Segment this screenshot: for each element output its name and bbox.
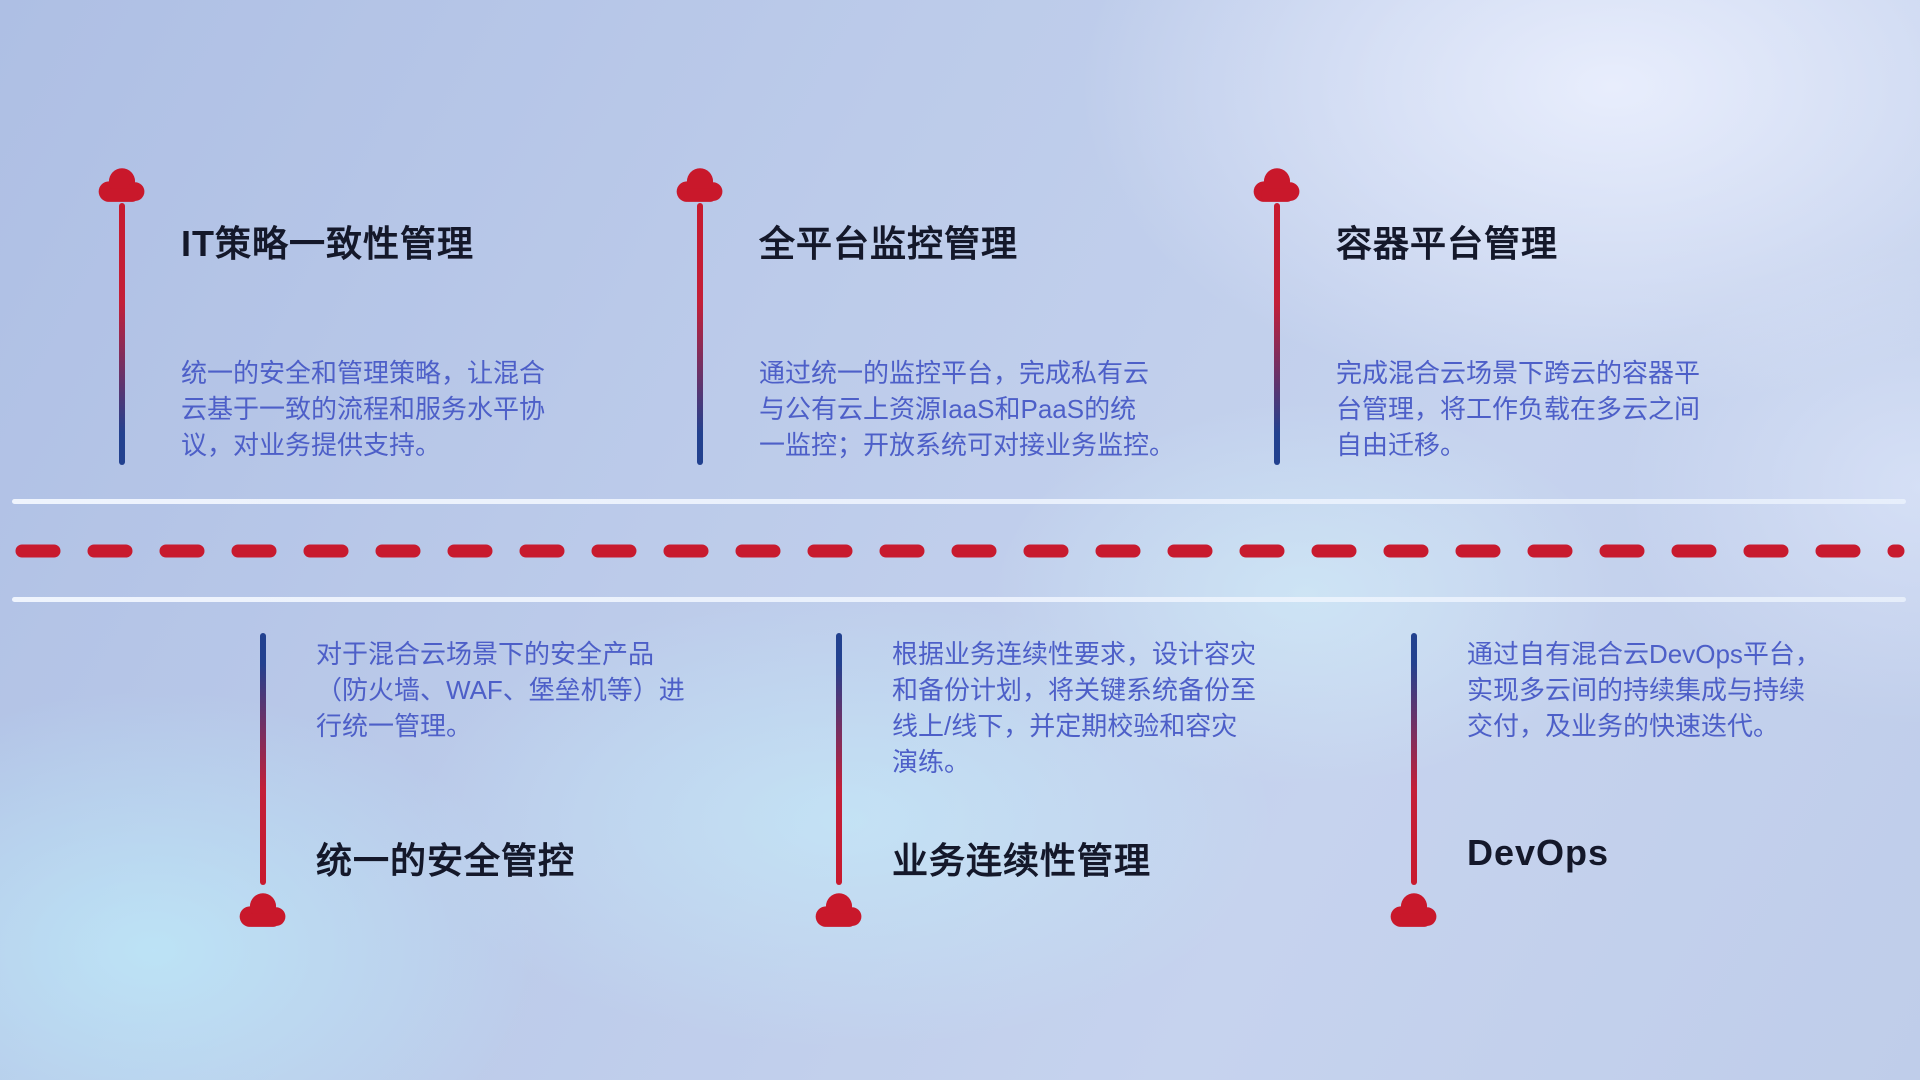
feature-description: 对于混合云场景下的安全产品 （防火墙、WAF、堡垒机等）进 行统一管理。 bbox=[316, 639, 685, 741]
feature-description: 统一的安全和管理策略，让混合 云基于一致的流程和服务水平协 议，对业务提供支持。 bbox=[181, 358, 546, 460]
feature-title: 容器平台管理 bbox=[1336, 223, 1559, 264]
cloud-icon bbox=[1390, 893, 1437, 927]
feature-description: 完成混合云场景下跨云的容器平 台管理，将工作负载在多云之间 自由迁移。 bbox=[1336, 358, 1701, 460]
feature-description: 根据业务连续性要求，设计容灾 和备份计划，将关键系统备份至 线上/线下，并定期校… bbox=[892, 639, 1257, 777]
cloud-icon bbox=[815, 893, 862, 927]
feature-title: 统一的安全管控 bbox=[316, 840, 576, 881]
divider-solid-line-upper bbox=[12, 499, 1906, 504]
divider-solid-line-lower bbox=[12, 597, 1906, 602]
feature-title: 业务连续性管理 bbox=[892, 840, 1152, 881]
feature-title: DevOps bbox=[1467, 832, 1610, 873]
connector-line bbox=[260, 633, 266, 885]
cloud-icon bbox=[98, 168, 145, 202]
connector-line bbox=[1411, 633, 1417, 885]
feature-it-policy: IT策略一致性管理 统一的安全和管理策略，让混合 云基于一致的流程和服务水平协 … bbox=[94, 167, 574, 487]
feature-monitoring: 全平台监控管理 通过统一的监控平台，完成私有云 与公有云上资源IaaS和PaaS… bbox=[672, 167, 1175, 487]
connector-line bbox=[1274, 203, 1280, 465]
cloud-icon bbox=[676, 168, 723, 202]
connector-line bbox=[119, 203, 125, 465]
feature-devops: 通过自有混合云DevOps平台， 实现多云间的持续集成与持续 交付，及业务的快速… bbox=[1386, 628, 1866, 938]
feature-business-continuity: 根据业务连续性要求，设计容灾 和备份计划，将关键系统备份至 线上/线下，并定期校… bbox=[811, 628, 1291, 938]
feature-security-control: 对于混合云场景下的安全产品 （防火墙、WAF、堡垒机等）进 行统一管理。 统一的… bbox=[235, 628, 715, 938]
feature-container-platform: 容器平台管理 完成混合云场景下跨云的容器平 台管理，将工作负载在多云之间 自由迁… bbox=[1249, 167, 1729, 487]
connector-line bbox=[697, 203, 703, 465]
feature-title: IT策略一致性管理 bbox=[181, 223, 474, 264]
cloud-icon bbox=[239, 893, 286, 927]
feature-description: 通过自有混合云DevOps平台， 实现多云间的持续集成与持续 交付，及业务的快速… bbox=[1467, 639, 1821, 741]
feature-description: 通过统一的监控平台，完成私有云 与公有云上资源IaaS和PaaS的统 一监控；开… bbox=[759, 358, 1176, 460]
feature-title: 全平台监控管理 bbox=[759, 223, 1019, 264]
connector-line bbox=[836, 633, 842, 885]
cloud-icon bbox=[1253, 168, 1300, 202]
divider-dashed-line bbox=[15, 544, 1905, 558]
